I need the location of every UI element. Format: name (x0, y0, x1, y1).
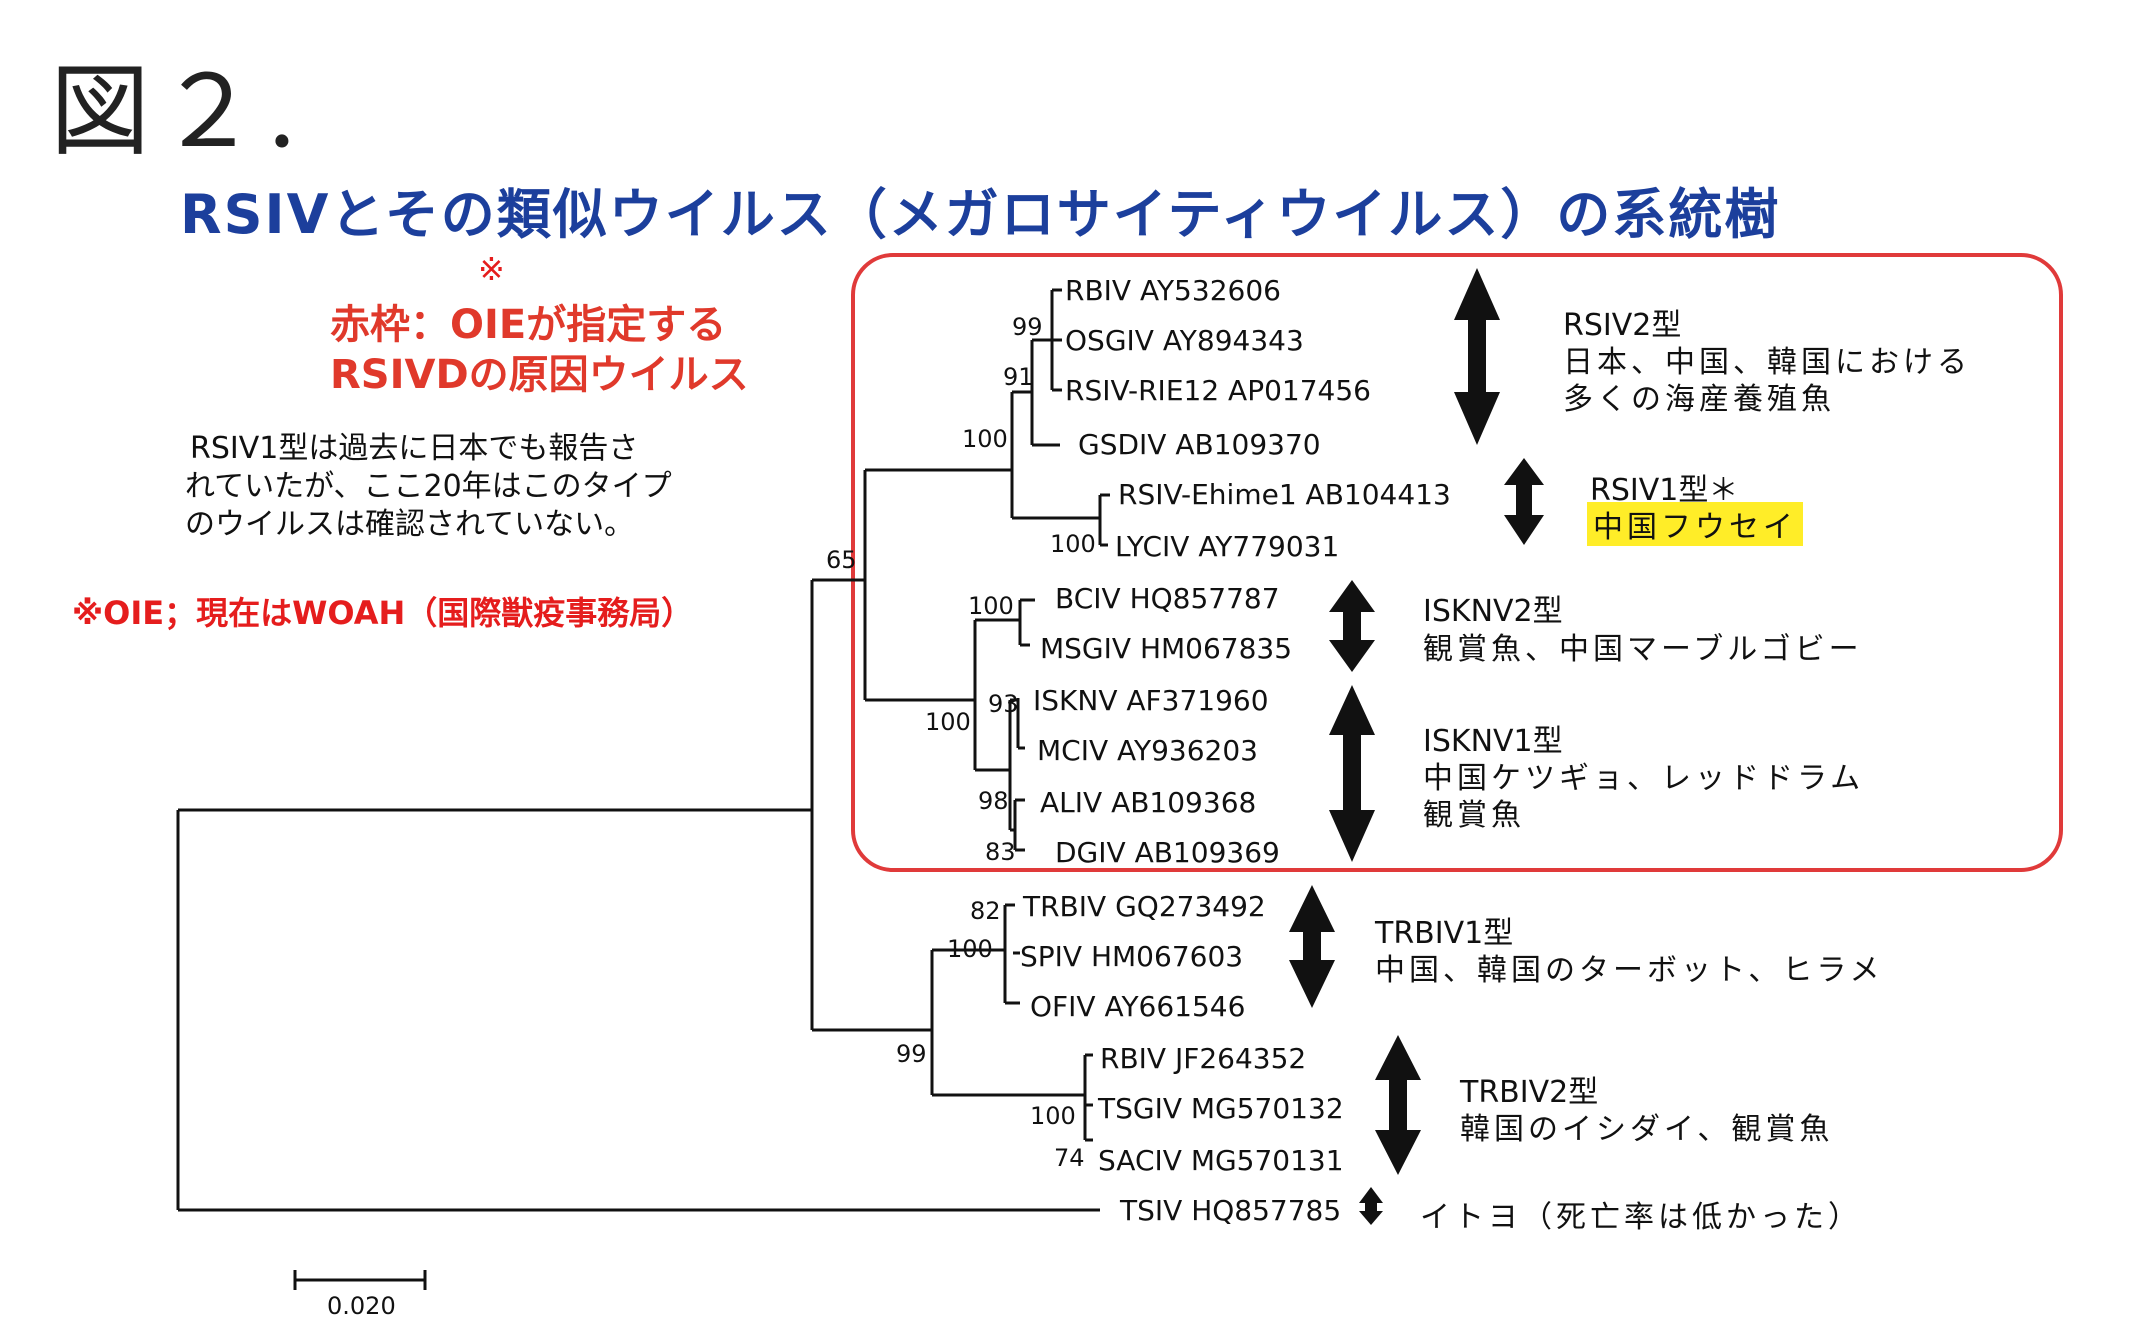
leaf-label: DGIV AB109369 (1055, 836, 1280, 869)
group-desc-rsiv1-highlighted: 中国フウセイ (1587, 502, 1803, 546)
group-arrows (1289, 268, 1544, 1225)
leaf-label: TSIV HQ857785 (1120, 1194, 1342, 1227)
tree-branches (176, 288, 1110, 1212)
arrow-trbiv2 (1375, 1035, 1421, 1175)
leaf-label: RBIV AY532606 (1065, 274, 1281, 307)
bootstrap-value: 93 (988, 690, 1019, 718)
arrow-isknv2 (1329, 580, 1375, 672)
leaf-label: MSGIV HM067835 (1040, 632, 1293, 665)
note-line-1: RSIV1型は過去に日本でも報告さ (190, 431, 639, 466)
group-desc-isknv1-line1: 中国ケツギョ、レッドドラム (1423, 761, 1865, 796)
leaf-label: SPIV HM067603 (1020, 940, 1244, 973)
leaf-label: TRBIV GQ273492 (1023, 890, 1266, 923)
group-desc-tsiv: イトヨ（死亡率は低かった） (1420, 1200, 1862, 1235)
diagram-title: RSIVとその類似ウイルス（メガロサイティウイルス）の系統樹 (180, 183, 1781, 246)
group-desc-rsiv2-line1: 日本、中国、韓国における (1563, 345, 1971, 380)
arrow-tsiv (1359, 1187, 1383, 1225)
bootstrap-value: 100 (947, 935, 993, 963)
bootstrap-value: 100 (1050, 530, 1096, 558)
arrow-trbiv1 (1289, 885, 1335, 1008)
leaf-label: MCIV AY936203 (1037, 734, 1258, 767)
leaf-label: RBIV JF264352 (1100, 1042, 1307, 1075)
red-box-label-line2: RSIVDの原因ウイルス (330, 352, 749, 398)
bootstrap-value: 65 (826, 546, 857, 574)
leaf-label: BCIV HQ857787 (1055, 582, 1280, 615)
bootstrap-value: 98 (978, 787, 1009, 815)
note-line-2: れていたが、ここ20年はこのタイプ (185, 469, 672, 504)
leaf-label: LYCIV AY779031 (1115, 530, 1340, 563)
arrow-rsiv1 (1504, 458, 1544, 545)
leaf-label: ISKNV AF371960 (1033, 684, 1269, 717)
arrow-isknv1 (1329, 685, 1375, 862)
group-title-rsiv2: RSIV2型 (1563, 308, 1682, 343)
group-title-isknv1: ISKNV1型 (1423, 724, 1563, 759)
leaf-label: TSGIV MG570132 (1098, 1092, 1344, 1125)
group-desc-rsiv2-line2: 多くの海産養殖魚 (1563, 382, 1835, 417)
bootstrap-value: 99 (1012, 313, 1043, 341)
scale-bar (293, 1270, 427, 1290)
group-desc-trbiv1: 中国、韓国のターボット、ヒラメ (1375, 953, 1884, 988)
group-desc-trbiv2: 韓国のイシダイ、観賞魚 (1460, 1112, 1834, 1147)
bootstrap-value: 82 (970, 897, 1001, 925)
leaf-label: ALIV AB109368 (1040, 786, 1257, 819)
leaf-label: GSDIV AB109370 (1078, 428, 1321, 461)
group-title-trbiv2: TRBIV2型 (1460, 1075, 1599, 1110)
oie-note: ※OIE；現在はWOAH（国際獣疫事務局） (72, 594, 694, 632)
bootstrap-value: 100 (1030, 1102, 1076, 1130)
bootstrap-value: 74 (1054, 1144, 1085, 1172)
bootstrap-value: 83 (985, 838, 1016, 866)
bootstrap-value: 100 (925, 708, 971, 736)
red-frame (851, 253, 2063, 872)
leaf-label: OFIV AY661546 (1030, 990, 1246, 1023)
scale-bar-label: 0.020 (327, 1292, 396, 1320)
note-line-3: のウイルスは確認されていない。 (185, 507, 635, 542)
bootstrap-value: 91 (1003, 363, 1034, 391)
leaf-label: RSIV-Ehime1 AB104413 (1118, 478, 1451, 511)
leaf-label: SACIV MG570131 (1098, 1144, 1344, 1177)
group-desc-isknv1-line2: 観賞魚 (1423, 798, 1525, 833)
bootstrap-value: 100 (962, 425, 1008, 453)
reference-mark: ※ (478, 250, 505, 288)
bootstrap-value: 100 (968, 592, 1014, 620)
group-desc-isknv2: 観賞魚、中国マーブルゴビー (1423, 632, 1863, 667)
group-title-isknv2: ISKNV2型 (1423, 594, 1563, 629)
leaf-label: OSGIV AY894343 (1065, 324, 1304, 357)
figure-label: 図２. (50, 53, 306, 170)
leaf-label: RSIV-RIE12 AP017456 (1065, 374, 1371, 407)
group-title-trbiv1: TRBIV1型 (1375, 916, 1514, 951)
arrow-rsiv2 (1454, 268, 1500, 445)
red-box-label-line1: 赤枠：OIEが指定する (330, 302, 727, 348)
bootstrap-value: 99 (896, 1040, 927, 1068)
